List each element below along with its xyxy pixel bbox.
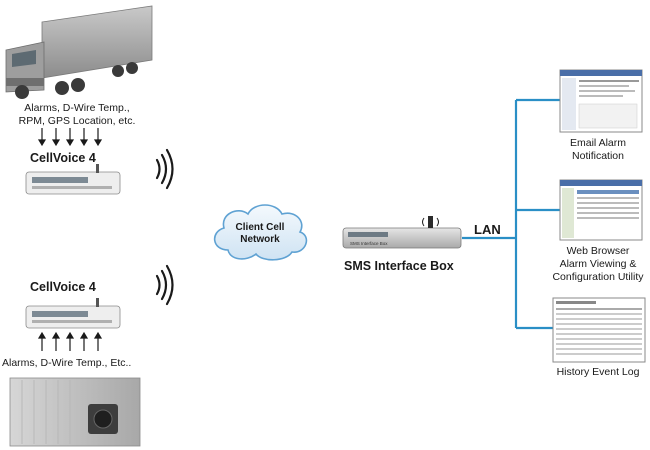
wireless-signal-icon-bottom [155,264,174,306]
top-device-name: CellVoice 4 [30,151,96,165]
cellvoice-device-top [25,164,121,195]
endpoint-web-label: Web Browser Alarm Viewing & Configuratio… [548,245,648,284]
endpoint-email-label: Email Alarm Notification [548,137,648,163]
top-inputs-line1: Alarms, D-Wire Temp., [24,102,130,114]
wireless-signal-icon-top [155,148,174,190]
cloud-label: Client Cell Network [224,222,296,246]
reefer-container-illustration [9,377,141,447]
endpoint-web-line2: Alarm Viewing & [559,258,637,270]
input-arrows-top [37,128,103,147]
cellvoice-device-bottom [25,298,121,329]
endpoint-history-line1: History Event Log [556,366,640,378]
lan-label: LAN [474,222,501,237]
endpoint-web-line3: Configuration Utility [552,271,644,283]
lan-connection-lines [462,98,560,330]
cloud-label-line2: Network [240,234,280,245]
history-event-log-screenshot [552,297,646,363]
interface-box-panel-text: SMS Interface Box [350,241,388,246]
bottom-device-inputs-label: Alarms, D-Wire Temp., Etc.. [2,357,132,369]
bottom-device-name: CellVoice 4 [30,280,96,294]
top-device-inputs-label: Alarms, D-Wire Temp., RPM, GPS Location,… [2,102,152,128]
email-alarm-screenshot [559,69,643,133]
endpoint-web-line1: Web Browser [566,245,630,257]
cell-network-cloud [213,204,308,261]
top-inputs-line2: RPM, GPS Location, etc. [18,115,136,127]
cloud-label-line1: Client Cell [235,222,285,233]
web-browser-screenshot [559,179,643,241]
sms-interface-box-label: SMS Interface Box [344,259,454,273]
input-arrows-bottom [37,331,103,351]
endpoint-email-line1: Email Alarm [569,137,626,149]
truck-illustration [5,5,153,99]
sms-interface-box-device [342,216,462,249]
endpoint-history-label: History Event Log [548,366,648,379]
endpoint-email-line2: Notification [572,150,624,162]
